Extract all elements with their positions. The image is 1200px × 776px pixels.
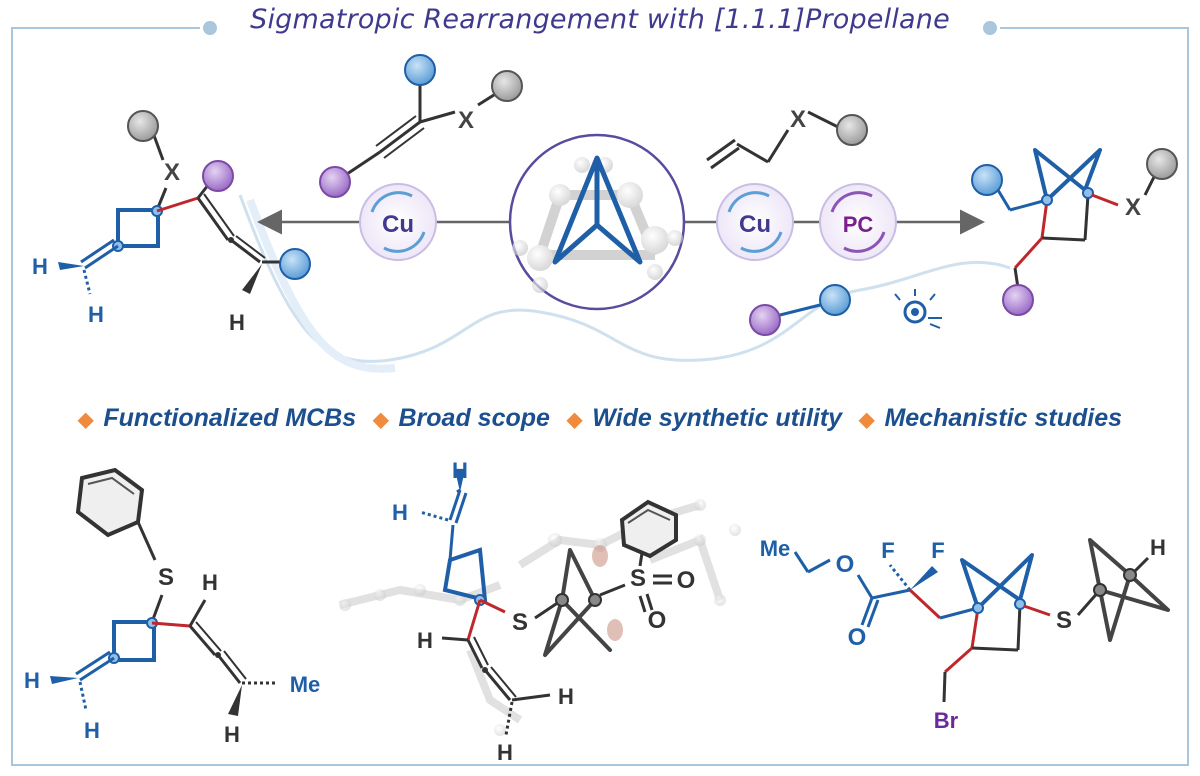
feature-item: ◆ Mechanistic studies (859, 404, 1122, 432)
cu-label-left: Cu (382, 211, 414, 238)
frame (11, 27, 1189, 766)
feature-list: ◆ Functionalized MCBs ◆ Broad scope ◆ Wide … (0, 404, 1200, 433)
light-bulb-icon (894, 289, 942, 329)
product-left-mcb: X H H H (32, 110, 311, 335)
ex3-me: Me (760, 536, 791, 561)
cu-catalyst-right: Cu (716, 183, 794, 261)
cu-catalyst-left: Cu (359, 183, 437, 261)
right-product-x: X (1125, 194, 1141, 221)
allyl-reagent: X (706, 106, 868, 170)
ex1-me: Me (290, 672, 321, 697)
diamond-bullet-icon: ◆ (859, 409, 875, 431)
pc-catalyst: PC (819, 183, 897, 261)
ex1-s: S (158, 564, 174, 591)
ex3-o-carbonyl: O (848, 624, 867, 651)
ex1-h1: H (24, 668, 40, 693)
left-h-bottom: H (88, 302, 104, 327)
pc-label: PC (843, 212, 874, 237)
feature-label: Wide synthetic utility (592, 404, 843, 432)
ex2-h-top: H (452, 458, 468, 483)
allyl-x: X (790, 106, 806, 133)
diamond-bullet-icon: ◆ (566, 409, 583, 431)
feature-item: ◆ Wide synthetic utility (567, 404, 842, 432)
ex2-s: S (512, 609, 528, 636)
ex2-h-bottom: H (497, 740, 513, 765)
ex1-h2: H (84, 718, 100, 743)
ex2-h-left: H (392, 500, 408, 525)
example-3-structure: Me O O F F S H Br (760, 535, 1170, 733)
ex3-br: Br (934, 708, 959, 733)
title-right-dot (983, 21, 997, 35)
ex3-s: S (1056, 607, 1072, 634)
ex3-h: H (1150, 535, 1166, 560)
title-left-dot (203, 21, 217, 35)
product-right-bch: X (971, 148, 1178, 316)
left-product-x: X (164, 159, 180, 186)
propellane-center (508, 133, 686, 311)
diamond-bullet-icon: ◆ (77, 409, 94, 431)
ex2-h-right: H (558, 684, 574, 709)
ex2-so2-s: S (630, 565, 646, 592)
ex3-o-ester: O (836, 551, 855, 578)
feature-item: ◆ Broad scope (373, 404, 550, 432)
feature-label: Mechanistic studies (884, 404, 1123, 432)
feature-label: Functionalized MCBs (103, 404, 357, 432)
ex1-h3: H (202, 570, 218, 595)
propargyl-x: X (458, 107, 474, 134)
feature-label: Broad scope (398, 404, 550, 432)
ex2-h-mid: H (417, 628, 433, 653)
propargyl-reagent: X (319, 54, 523, 198)
feature-item: ◆ Functionalized MCBs (78, 404, 356, 432)
ex1-h4: H (224, 722, 240, 747)
page-title: Sigmatropic Rearrangement with [1.1.1]Pr… (250, 4, 950, 35)
radical-pair (749, 284, 851, 336)
left-h-allene: H (229, 310, 245, 335)
example-2-crystal: H H S S O O H H H (339, 458, 741, 765)
wave-glow (246, 198, 396, 373)
ex3-f2: F (931, 538, 944, 563)
ex2-o2: O (648, 607, 667, 634)
diamond-bullet-icon: ◆ (373, 409, 389, 431)
ex3-f1: F (881, 538, 894, 563)
example-1-structure: S H H H Me H (24, 467, 321, 747)
ex2-o1: O (677, 567, 696, 594)
cu-label-right: Cu (739, 211, 771, 238)
left-h-top: H (32, 254, 48, 279)
